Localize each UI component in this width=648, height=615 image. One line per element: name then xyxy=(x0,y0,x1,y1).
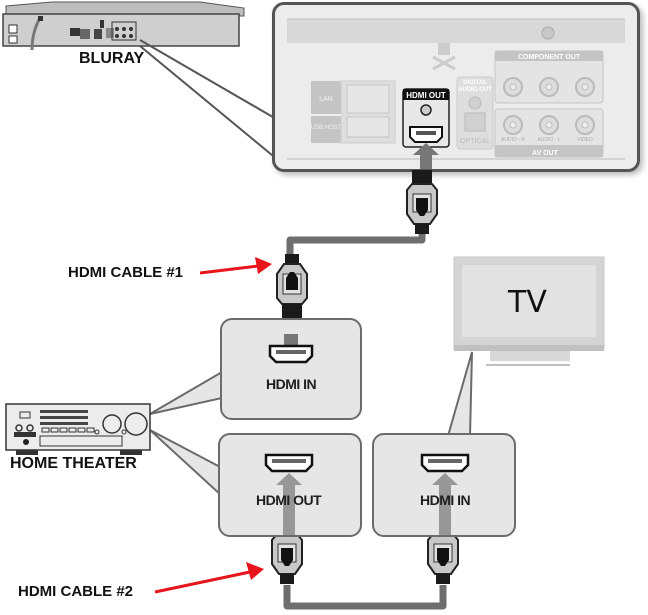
digital-label: DIGITAL xyxy=(463,80,487,86)
home-theater-hdmi-in-label: HDMI IN xyxy=(266,376,317,392)
home-theater-hdmi-out-bubble: HDMI OUT xyxy=(218,433,362,537)
bluray-zoom-line-upper xyxy=(139,39,279,121)
tv-hdmi-in-label: HDMI IN xyxy=(420,492,471,508)
audio-out-label: AUDIO OUT xyxy=(458,87,492,93)
hdmi-out-port-label: HDMI OUT xyxy=(406,91,446,100)
audio-l-label: AUDIO - L xyxy=(537,137,560,143)
home-theater-hdmi-in-bubble: HDMI IN xyxy=(220,318,362,420)
tv-illustration xyxy=(453,256,605,377)
tv-device: TV xyxy=(450,255,610,377)
up-arrow-icon xyxy=(432,473,458,535)
hdmi-in-port-icon xyxy=(268,334,314,364)
home-theater-device xyxy=(4,402,152,456)
hdmi-cable-2-label: HDMI CABLE #2 xyxy=(18,583,134,600)
bluray-rear-panel: LAN USB HOST HDMI OUT DIGITAL AUDIO OUT … xyxy=(272,2,640,172)
bluray-panel-illustration: LAN USB HOST HDMI OUT DIGITAL AUDIO OUT … xyxy=(287,18,625,169)
bluray-device xyxy=(0,0,250,51)
cable-1-bluray-plug-icon xyxy=(406,170,438,234)
bluray-zoom-line-lower xyxy=(139,45,279,161)
optical-label: OPTICAL xyxy=(460,138,490,145)
home-theater-illustration xyxy=(5,403,151,455)
bluray-label: BLURAY xyxy=(79,50,145,67)
lan-label: LAN xyxy=(319,96,333,103)
hdmi-cable-2-wire xyxy=(283,585,447,610)
hdmi-cable-1-wire xyxy=(286,228,426,258)
usb-host-label: USB HOST xyxy=(311,125,342,131)
home-theater-hdmi-out-label: HDMI OUT xyxy=(256,492,322,508)
video-label: VIDEO xyxy=(577,137,593,143)
up-arrow-icon xyxy=(276,473,302,535)
component-out-label: COMPONENT OUT xyxy=(518,54,581,61)
audio-r-label: AUDIO - R xyxy=(501,137,525,143)
tv-hdmi-in-port-icon xyxy=(420,453,470,535)
tv-hdmi-in-bubble: HDMI IN xyxy=(372,433,516,537)
hdmi-out-port-icon xyxy=(264,453,314,535)
cable-2-callout-arrow xyxy=(154,562,264,594)
tv-label: TV xyxy=(508,285,547,320)
cable-1-callout-arrow xyxy=(199,257,272,275)
av-out-label: AV OUT xyxy=(532,150,559,157)
bluray-illustration xyxy=(2,1,245,51)
home-theater-label: HOME THEATER xyxy=(10,455,137,472)
hdmi-cable-1-label: HDMI CABLE #1 xyxy=(68,264,184,281)
